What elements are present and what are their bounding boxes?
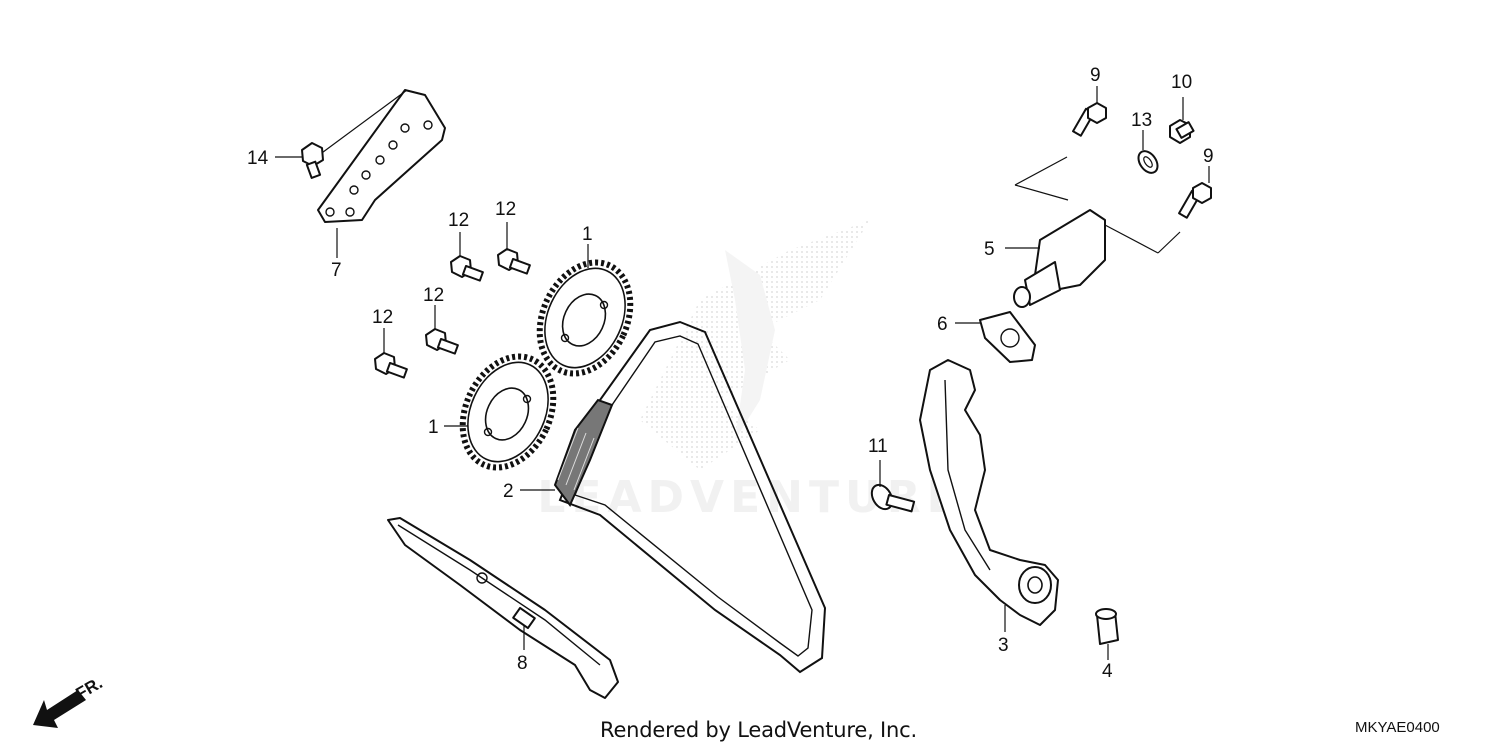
part-2-cam-chain[interactable]	[520, 320, 827, 674]
part-11-bolt[interactable]	[868, 460, 916, 513]
render-credit: Rendered by LeadVenture, Inc.	[600, 718, 917, 742]
part-10-bolt[interactable]	[1169, 97, 1195, 144]
part-9-bolt-a[interactable]	[1072, 86, 1107, 137]
part-12-bolt-b[interactable]	[497, 222, 531, 275]
callout-11: 11	[868, 436, 888, 457]
callout-1-upper: 1	[582, 224, 593, 245]
part-6-gasket[interactable]	[955, 311, 1036, 363]
part-12-bolt-a[interactable]	[450, 232, 484, 282]
callout-2: 2	[503, 481, 514, 502]
part-1-cam-sprocket-lower[interactable]	[444, 342, 571, 483]
front-direction-arrow: FR.	[33, 673, 106, 728]
callout-4: 4	[1102, 661, 1113, 682]
callout-1-lower: 1	[428, 417, 439, 438]
callout-9-right: 9	[1203, 146, 1214, 167]
part-7-guide-plate[interactable]	[314, 89, 446, 258]
part-14-bolt[interactable]	[275, 142, 324, 179]
callout-9-upper: 9	[1090, 65, 1101, 86]
part-1-cam-sprocket-upper[interactable]	[522, 244, 647, 388]
part-4-collar[interactable]	[1095, 608, 1119, 660]
callout-12-d: 12	[372, 307, 393, 328]
diagram-code: MKYAE0400	[1355, 719, 1440, 736]
callout-7: 7	[331, 260, 342, 281]
callout-3: 3	[998, 635, 1009, 656]
callout-13: 13	[1131, 110, 1152, 131]
callout-5: 5	[984, 239, 995, 260]
part-5-tensioner-lifter[interactable]	[1005, 156, 1181, 308]
callout-12-a: 12	[448, 210, 469, 231]
callout-14: 14	[247, 148, 269, 169]
part-8-chain-guide[interactable]	[387, 517, 619, 699]
part-3-tensioner-arm[interactable]	[919, 359, 1059, 632]
part-13-washer[interactable]	[1135, 130, 1162, 176]
part-12-bolt-c[interactable]	[425, 305, 459, 355]
part-12-bolt-d[interactable]	[374, 328, 408, 379]
callout-6: 6	[937, 314, 948, 335]
part-9-bolt-b[interactable]	[1178, 166, 1212, 219]
callout-12-c: 12	[423, 285, 444, 306]
callout-12-b: 12	[495, 199, 516, 220]
callout-10: 10	[1171, 72, 1192, 93]
callout-8: 8	[517, 653, 528, 674]
